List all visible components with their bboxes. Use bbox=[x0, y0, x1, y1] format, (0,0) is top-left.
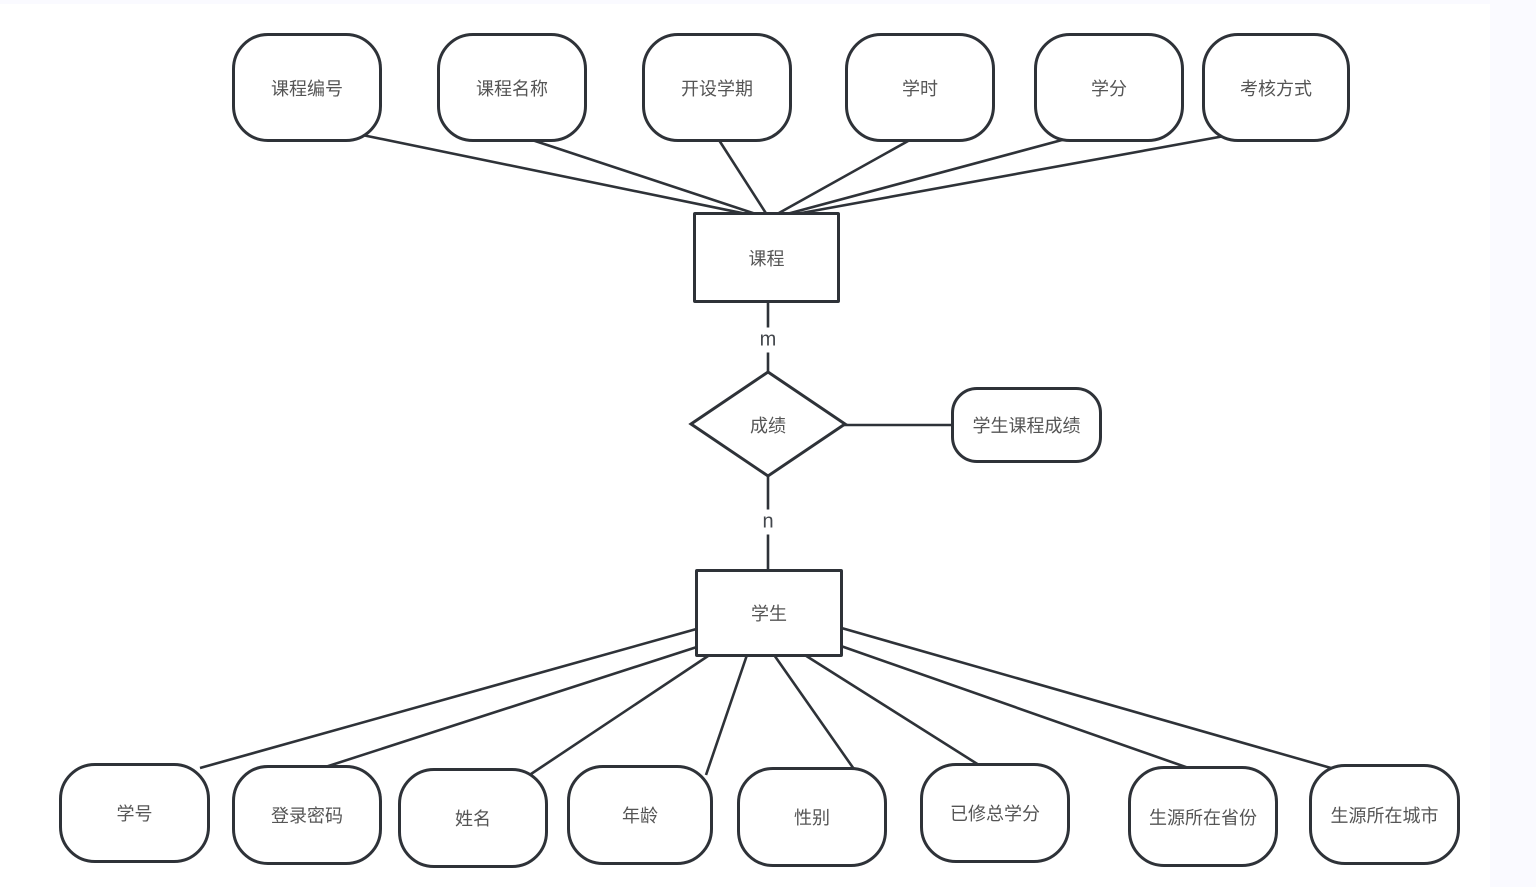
edge-course-attr-4 bbox=[769, 134, 918, 220]
attribute-course-semester[interactable]: 开设学期 bbox=[642, 33, 792, 142]
attribute-label: 登录密码 bbox=[271, 806, 343, 826]
edge-student-attr-7 bbox=[837, 643, 1201, 774]
edge-course-attr-6 bbox=[773, 129, 1253, 220]
cardinality-n-label: n bbox=[757, 509, 779, 535]
entity-label: 学生 bbox=[751, 604, 787, 624]
edge-course-attr-2 bbox=[519, 134, 769, 220]
attribute-course-hours[interactable]: 学时 bbox=[845, 33, 995, 142]
attribute-name[interactable]: 姓名 bbox=[398, 768, 548, 868]
note-label: 学生课程成绩 bbox=[972, 416, 1081, 436]
attribute-label: 学时 bbox=[902, 78, 938, 99]
attribute-label: 课程编号 bbox=[271, 78, 343, 99]
attribute-label: 开设学期 bbox=[681, 78, 753, 99]
edge-student-attr-1 bbox=[199, 626, 701, 770]
attribute-total-credits[interactable]: 已修总学分 bbox=[920, 763, 1070, 863]
attribute-label: 课程名称 bbox=[476, 78, 548, 99]
edge-student-attr-8 bbox=[837, 625, 1346, 774]
attribute-course-name[interactable]: 课程名称 bbox=[437, 33, 587, 142]
relationship-label: 成绩 bbox=[750, 416, 786, 436]
attribute-label: 学分 bbox=[1091, 78, 1127, 99]
attribute-origin-province[interactable]: 生源所在省份 bbox=[1128, 766, 1278, 867]
edge-student-attr-4 bbox=[704, 651, 750, 776]
edge-student-attr-2 bbox=[315, 644, 701, 772]
edge-student-attr-3 bbox=[527, 650, 715, 778]
attribute-label: 学号 bbox=[116, 804, 153, 824]
attribute-label: 已修总学分 bbox=[950, 804, 1040, 824]
attribute-course-credits[interactable]: 学分 bbox=[1034, 33, 1184, 142]
attribute-label: 考核方式 bbox=[1240, 78, 1312, 99]
entity-label: 课程 bbox=[748, 248, 785, 269]
entity-course[interactable]: 课程 bbox=[693, 212, 840, 303]
attribute-label: 性别 bbox=[794, 808, 830, 828]
edge-course-attr-1 bbox=[337, 128, 767, 220]
page-edge-right bbox=[1490, 0, 1536, 887]
edge-course-attr-5 bbox=[771, 131, 1089, 220]
attribute-login-password[interactable]: 登录密码 bbox=[232, 765, 382, 865]
entity-student[interactable]: 学生 bbox=[695, 569, 843, 657]
cardinality-m-label: m bbox=[754, 327, 782, 353]
edge-course-attr-3 bbox=[715, 136, 771, 219]
attribute-course-assessment[interactable]: 考核方式 bbox=[1202, 33, 1350, 142]
attribute-course-id[interactable]: 课程编号 bbox=[232, 33, 382, 142]
attribute-age[interactable]: 年龄 bbox=[567, 765, 713, 865]
edge-student-attr-6 bbox=[799, 650, 991, 774]
attribute-label: 年龄 bbox=[622, 806, 658, 826]
attribute-label: 姓名 bbox=[455, 809, 491, 829]
edge-student-attr-5 bbox=[770, 651, 858, 773]
attribute-label: 生源所在城市 bbox=[1330, 805, 1439, 826]
attribute-label: 生源所在省份 bbox=[1149, 807, 1257, 828]
relationship-diamond[interactable] bbox=[688, 370, 848, 478]
relationship-attribute-note[interactable]: 学生课程成绩 bbox=[951, 387, 1102, 463]
attribute-student-id[interactable]: 学号 bbox=[59, 763, 210, 863]
page-edge-top bbox=[0, 0, 1536, 4]
attribute-origin-city[interactable]: 生源所在城市 bbox=[1309, 764, 1460, 865]
attribute-gender[interactable]: 性别 bbox=[737, 767, 887, 867]
